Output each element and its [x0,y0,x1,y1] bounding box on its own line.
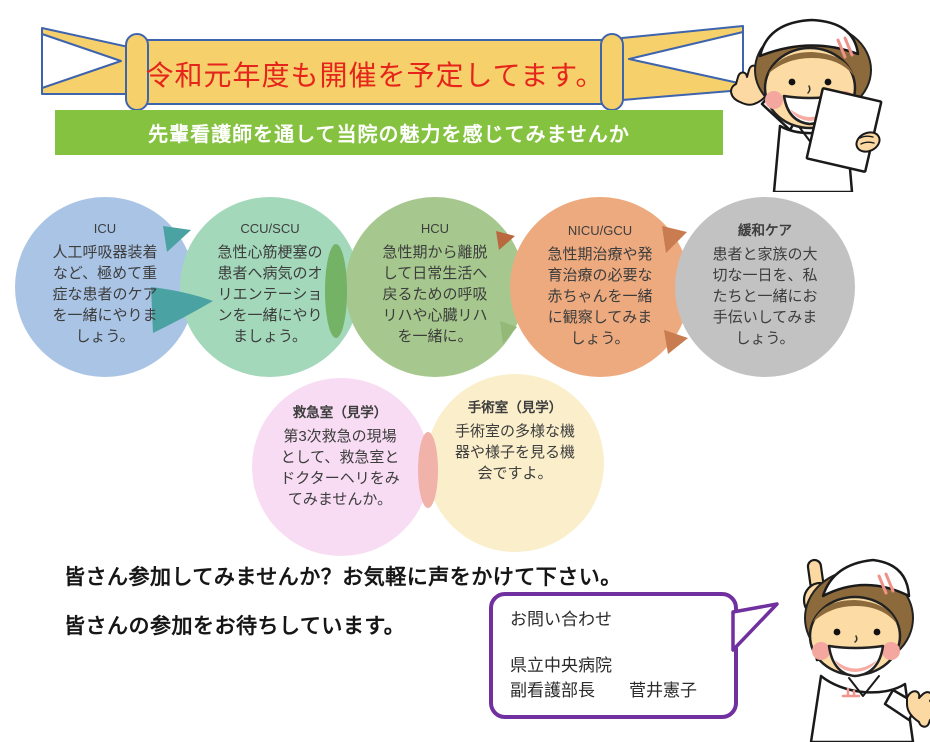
circle-body: 急性期治療や発育治療の必要な赤ちゃんを一緒に観察してみましょう。 [547,246,653,347]
cheek-right [882,642,900,660]
circle-title: 手術室（見学） [467,400,563,415]
circle-title: 救急室（見学） [292,405,388,420]
circle-title: CCU/SCU [240,221,300,236]
contact-bubble-tail [731,602,779,652]
circle-text-shujutsu: 手術室（見学） 手術室の多様な機器や様子を見る機会ですよ。 [453,399,577,484]
contact-heading: お問い合わせ [510,610,612,629]
tongue [835,660,877,672]
cheek-left [765,91,783,109]
circle-kanwa [675,197,855,377]
hairpin [836,36,854,59]
circle-body: 人工呼吸器装着など、極めて重症な患者のケアを一緒にやりましょう。 [52,244,158,345]
circle-body: 手術室の多様な機器や様子を見る機会ですよ。 [454,423,575,482]
circle-text-icu: ICU 人工呼吸器装着など、極めて重症な患者のケアを一緒にやりましょう。 [49,220,161,347]
eye-right [824,78,832,86]
eye-right [873,628,881,636]
ribbon-right-notch [628,31,744,85]
nurse-cap [821,558,911,598]
circle-text-nicu-gcu: NICU/GCU 急性期治療や発育治療の必要な赤ちゃんを一緒に観察してみましょう… [544,222,656,349]
circle-title: HCU [420,221,450,236]
footer-invite-line: 皆さん参加してみませんか？お気軽に声をかけて下さい。 [64,566,622,589]
circle-text-kanwa: 緩和ケア 患者と家族の大切な一日を、私たちと一緒にお手伝いしてみましょう。 [709,222,821,349]
circle-text-kyukyu: 救急室（見学） 第3次救急の現場として、救急室とドクターヘリをみてみませんか。 [278,404,402,510]
hairpin [877,572,895,595]
contact-bubble: お問い合わせ 県立中央病院 副看護部長 菅井憲子 [489,592,738,719]
nurse-illustration-top [730,18,883,192]
circle-title: 緩和ケア [738,223,792,238]
circle-title: NICU/GCU [567,223,633,238]
subtitle-banner: 先輩看護師を通して当院の魅力を感じてみませんか [55,110,723,155]
ribbon-banner [41,25,744,111]
contact-person: 副看護部長 菅井憲子 [510,681,697,700]
open-hand [906,690,930,728]
footer-waiting-line: 皆さんの参加をお待ちしています。 [64,615,406,638]
circle-body: 第3次救急の現場として、救急室とドクターヘリをみてみませんか。 [280,428,400,508]
circle-body: 急性期から離脱して日常生活へ戻るための呼吸リハや心臓リハを一緒に。 [382,244,488,345]
nurse-illustration-bottom [802,558,930,742]
nose [854,635,858,643]
circle-body: 患者と家族の大切な一日を、私たちと一緒にお手伝いしてみましょう。 [712,246,818,347]
eye-left [833,628,841,636]
circle-title: ICU [93,221,117,236]
circle-kyukyu [252,378,430,556]
eye-left [788,78,796,86]
ribbon-left-notch [41,33,122,89]
circle-text-hcu: HCU 急性期から離脱して日常生活へ戻るための呼吸リハや心臓リハを一緒に。 [379,220,491,347]
nose [807,85,811,94]
cheek-left [812,642,830,660]
chest-mark [841,687,861,698]
circle-text-ccu-scu: CCU/SCU 急性心筋梗塞の患者へ病気のオリエンテーションを一緒にやりましょう… [214,220,326,347]
nurse-cap [758,18,860,58]
circle-nicu-gcu [510,197,690,377]
circle-shujutsu [426,374,604,552]
subtitle-text: 先輩看護師を通して当院の魅力を感じてみませんか [148,124,630,146]
page-title: 令和元年度も開催を予定してます。 [145,60,605,91]
circle-hcu [345,197,525,377]
circle-body: 急性心筋梗塞の患者へ病気のオリエンテーションを一緒にやりましょう。 [217,244,323,345]
contact-organization: 県立中央病院 [510,656,612,675]
